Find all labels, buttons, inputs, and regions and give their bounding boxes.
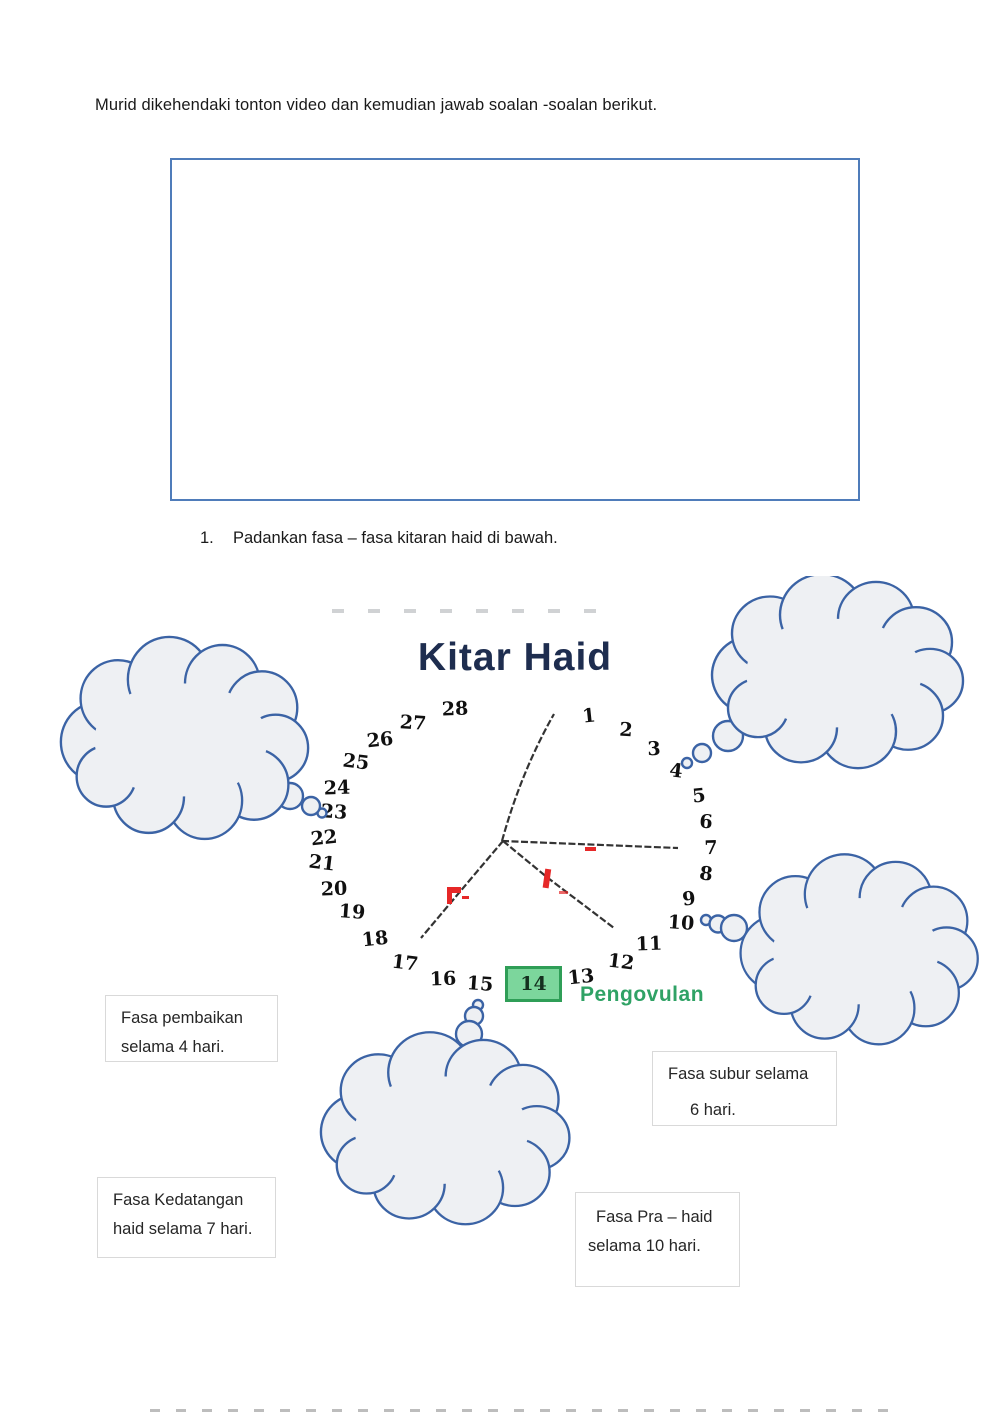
cycle-day: 28 — [441, 697, 469, 721]
cycle-day: 2 — [618, 718, 634, 742]
cycle-day: 16 — [429, 967, 457, 991]
cycle-day: 11 — [635, 932, 663, 956]
cycle-day: 3 — [647, 737, 661, 761]
answer-text: 6 hari. — [690, 1101, 736, 1119]
cycle-day: 19 — [338, 900, 366, 924]
cycle-day: 21 — [307, 850, 337, 876]
cycle-day: 18 — [360, 926, 390, 952]
cycle-day: 20 — [320, 877, 348, 901]
cycle-day: 17 — [390, 950, 420, 976]
cycle-day: 24 — [323, 776, 351, 800]
question-number: 1. — [200, 529, 214, 547]
cycle-day: 4 — [668, 759, 684, 783]
cycle-day: 10 — [667, 911, 695, 935]
thought-bubble-bottom[interactable] — [319, 998, 571, 1226]
answer-text: selama 4 hari. — [121, 1038, 225, 1056]
cycle-day: 12 — [606, 949, 636, 975]
answer-text: Fasa pembaikan — [121, 1009, 243, 1027]
question-line: 1. Padankan fasa – fasa kitaran haid di … — [200, 529, 558, 548]
answer-text: Fasa Pra – haid — [596, 1208, 713, 1226]
cycle-day: 25 — [341, 749, 371, 775]
answer-card-kedatangan-haid[interactable]: Fasa Kedatangan haid selama 7 hari. — [97, 1177, 276, 1258]
ovulation-label: Pengovulan — [580, 983, 705, 1006]
cycle-day: 6 — [698, 810, 714, 834]
cycle-day: 9 — [681, 887, 697, 911]
scan-artifact-dashes — [332, 609, 602, 613]
video-placeholder[interactable] — [170, 158, 860, 501]
cycle-day: 5 — [691, 784, 707, 808]
thought-bubble-top-right[interactable] — [680, 576, 965, 770]
red-scan-marks — [447, 847, 596, 904]
cropped-text-artifact — [150, 1409, 890, 1412]
cycle-day: 23 — [320, 800, 348, 824]
answer-card-subur[interactable]: Fasa subur selama 6 hari. — [652, 1051, 837, 1126]
instruction-text: Murid dikehendaki tonton video dan kemud… — [95, 96, 658, 114]
diagram-title: Kitar Haid — [417, 636, 613, 679]
cycle-hands — [420, 713, 679, 939]
thought-bubble-left[interactable] — [59, 635, 328, 841]
cycle-day: 15 — [466, 972, 494, 996]
question-text: Padankan fasa – fasa kitaran haid di baw… — [233, 529, 558, 547]
cycle-day: 27 — [399, 711, 427, 735]
cycle-day: 26 — [365, 727, 395, 753]
answer-text: haid selama 7 hari. — [113, 1220, 253, 1238]
ovulation-day-box: 14 — [505, 966, 562, 1002]
answer-card-pra-haid[interactable]: Fasa Pra – haid selama 10 hari. — [575, 1192, 740, 1287]
answer-text: Fasa subur selama — [668, 1065, 809, 1083]
thought-bubble-right[interactable] — [699, 853, 979, 1046]
cycle-day: 1 — [581, 704, 597, 728]
answer-card-pembaikan[interactable]: Fasa pembaikan selama 4 hari. — [105, 995, 278, 1062]
cycle-day: 8 — [698, 862, 714, 886]
cycle-day: 7 — [704, 836, 718, 860]
cycle-day: 22 — [309, 825, 339, 851]
answer-text: Fasa Kedatangan — [113, 1191, 244, 1209]
answer-text: selama 10 hari. — [588, 1237, 701, 1255]
